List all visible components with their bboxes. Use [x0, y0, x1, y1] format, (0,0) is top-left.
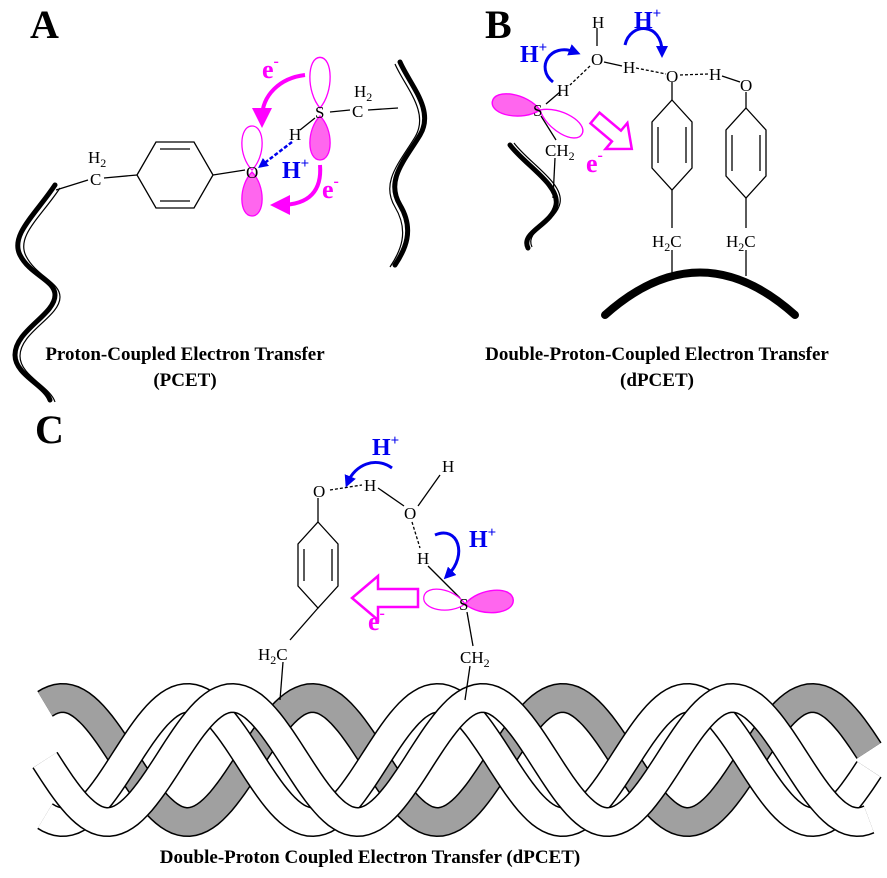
caption-a-abbrev: (PCET): [153, 370, 216, 391]
electron-arrow-upper: [252, 73, 306, 128]
svg-text:H2: H2: [88, 148, 106, 170]
proton-arrow-1: [543, 44, 581, 84]
panel-b: B H O H O H O H S CH2 H2C H2C H+ H+ e- D…: [485, 2, 829, 391]
proton-arrow-c2: [434, 531, 461, 580]
svg-text:H+: H+: [469, 525, 496, 553]
helix-right-icon: [389, 59, 428, 268]
benzene-ring: [136, 141, 214, 209]
svg-text:H: H: [592, 13, 604, 32]
svg-text:S: S: [459, 595, 468, 614]
svg-text:O: O: [404, 504, 416, 523]
svg-text:S: S: [533, 101, 542, 120]
svg-text:C: C: [352, 102, 363, 121]
svg-text:e-: e-: [368, 605, 385, 636]
svg-text:H2C: H2C: [726, 232, 756, 254]
s-orbital-lower: [309, 115, 331, 161]
panel-label-c: C: [35, 407, 64, 452]
svg-text:H: H: [417, 549, 429, 568]
svg-text:H: H: [289, 125, 301, 144]
svg-text:e-: e-: [322, 173, 339, 204]
svg-text:O: O: [246, 163, 258, 182]
helix-left-icon: [12, 182, 61, 403]
s-orbital-empty: [534, 100, 588, 144]
caption-b-title: Double-Proton-Coupled Electron Transfer: [485, 344, 829, 365]
s-orbital-filled-c: [463, 587, 515, 616]
svg-text:H2: H2: [354, 82, 372, 104]
svg-text:CH2: CH2: [545, 141, 575, 163]
svg-text:H: H: [709, 65, 721, 84]
svg-text:H+: H+: [282, 156, 309, 184]
panel-label-a: A: [30, 2, 59, 47]
svg-text:H: H: [557, 81, 569, 100]
electron-transfer-block-arrow: [588, 110, 634, 151]
s-orbital-upper: [309, 56, 331, 109]
dna-back-strand: [38, 684, 881, 836]
proton-transfer-arrow: [258, 141, 293, 169]
svg-text:CH2: CH2: [460, 648, 490, 670]
caption-b-abbrev: (dPCET): [620, 370, 694, 391]
caption-a-title: Proton-Coupled Electron Transfer: [45, 344, 325, 365]
svg-text:H2C: H2C: [258, 645, 288, 667]
svg-text:S: S: [315, 103, 324, 122]
helix-b-icon: [507, 142, 561, 251]
dna-front-strand-2: [33, 684, 874, 836]
svg-text:H: H: [442, 457, 454, 476]
proton-arrow-c1: [344, 461, 393, 488]
panel-c: C O H O H H S CH2 H2C H+ H+ e- Double-Pr…: [32, 407, 882, 868]
svg-text:e-: e-: [586, 147, 603, 178]
electron-transfer-block-arrow-c: [350, 573, 420, 623]
svg-text:O: O: [591, 50, 603, 69]
svg-text:H+: H+: [520, 40, 547, 68]
svg-text:H: H: [623, 58, 635, 77]
panel-label-b: B: [485, 2, 512, 47]
svg-text:O: O: [666, 67, 678, 86]
electron-arrow-lower: [270, 164, 323, 215]
dna-double-helix: [32, 682, 882, 838]
svg-text:C: C: [90, 170, 101, 189]
svg-text:H+: H+: [372, 433, 399, 461]
svg-text:H2C: H2C: [652, 232, 682, 254]
svg-text:O: O: [313, 482, 325, 501]
panel-a: A H2 C O H S H2 C H+ e- e- Proton-Couple…: [12, 2, 428, 403]
caption-c: Double-Proton Coupled Electron Transfer …: [160, 847, 580, 868]
svg-text:H+: H+: [634, 6, 661, 34]
svg-text:e-: e-: [262, 53, 279, 84]
surface-arc: [601, 268, 799, 319]
svg-text:H: H: [364, 476, 376, 495]
proton-arrow-2: [623, 27, 668, 58]
svg-text:O: O: [740, 76, 752, 95]
